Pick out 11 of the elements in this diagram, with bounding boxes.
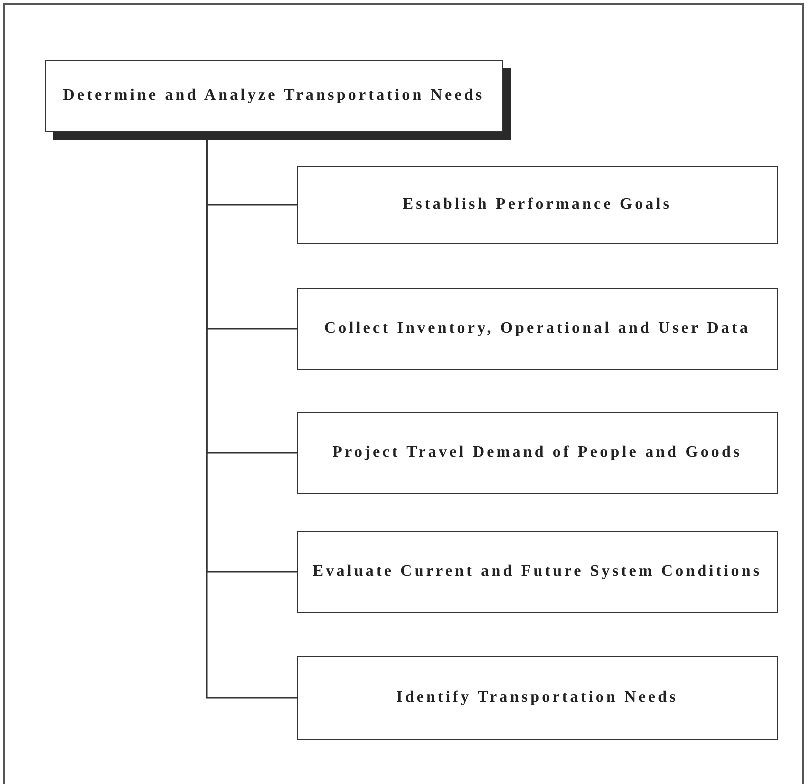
process-box xyxy=(297,656,778,740)
process-box xyxy=(297,166,778,244)
box-label: Collect Inventory, Operational and User Data xyxy=(324,319,751,339)
box-label: Evaluate Current and Future System Conditions xyxy=(312,562,762,582)
process-box xyxy=(297,412,778,494)
box-label: Determine and Analyze Transportation Needs xyxy=(63,86,485,106)
box-label: Project Travel Demand of People and Goods xyxy=(332,443,742,463)
process-box xyxy=(297,531,778,613)
box-label: Establish Performance Goals xyxy=(402,195,672,215)
box-label: Identify Transportation Needs xyxy=(396,688,678,708)
process-box xyxy=(297,288,778,370)
